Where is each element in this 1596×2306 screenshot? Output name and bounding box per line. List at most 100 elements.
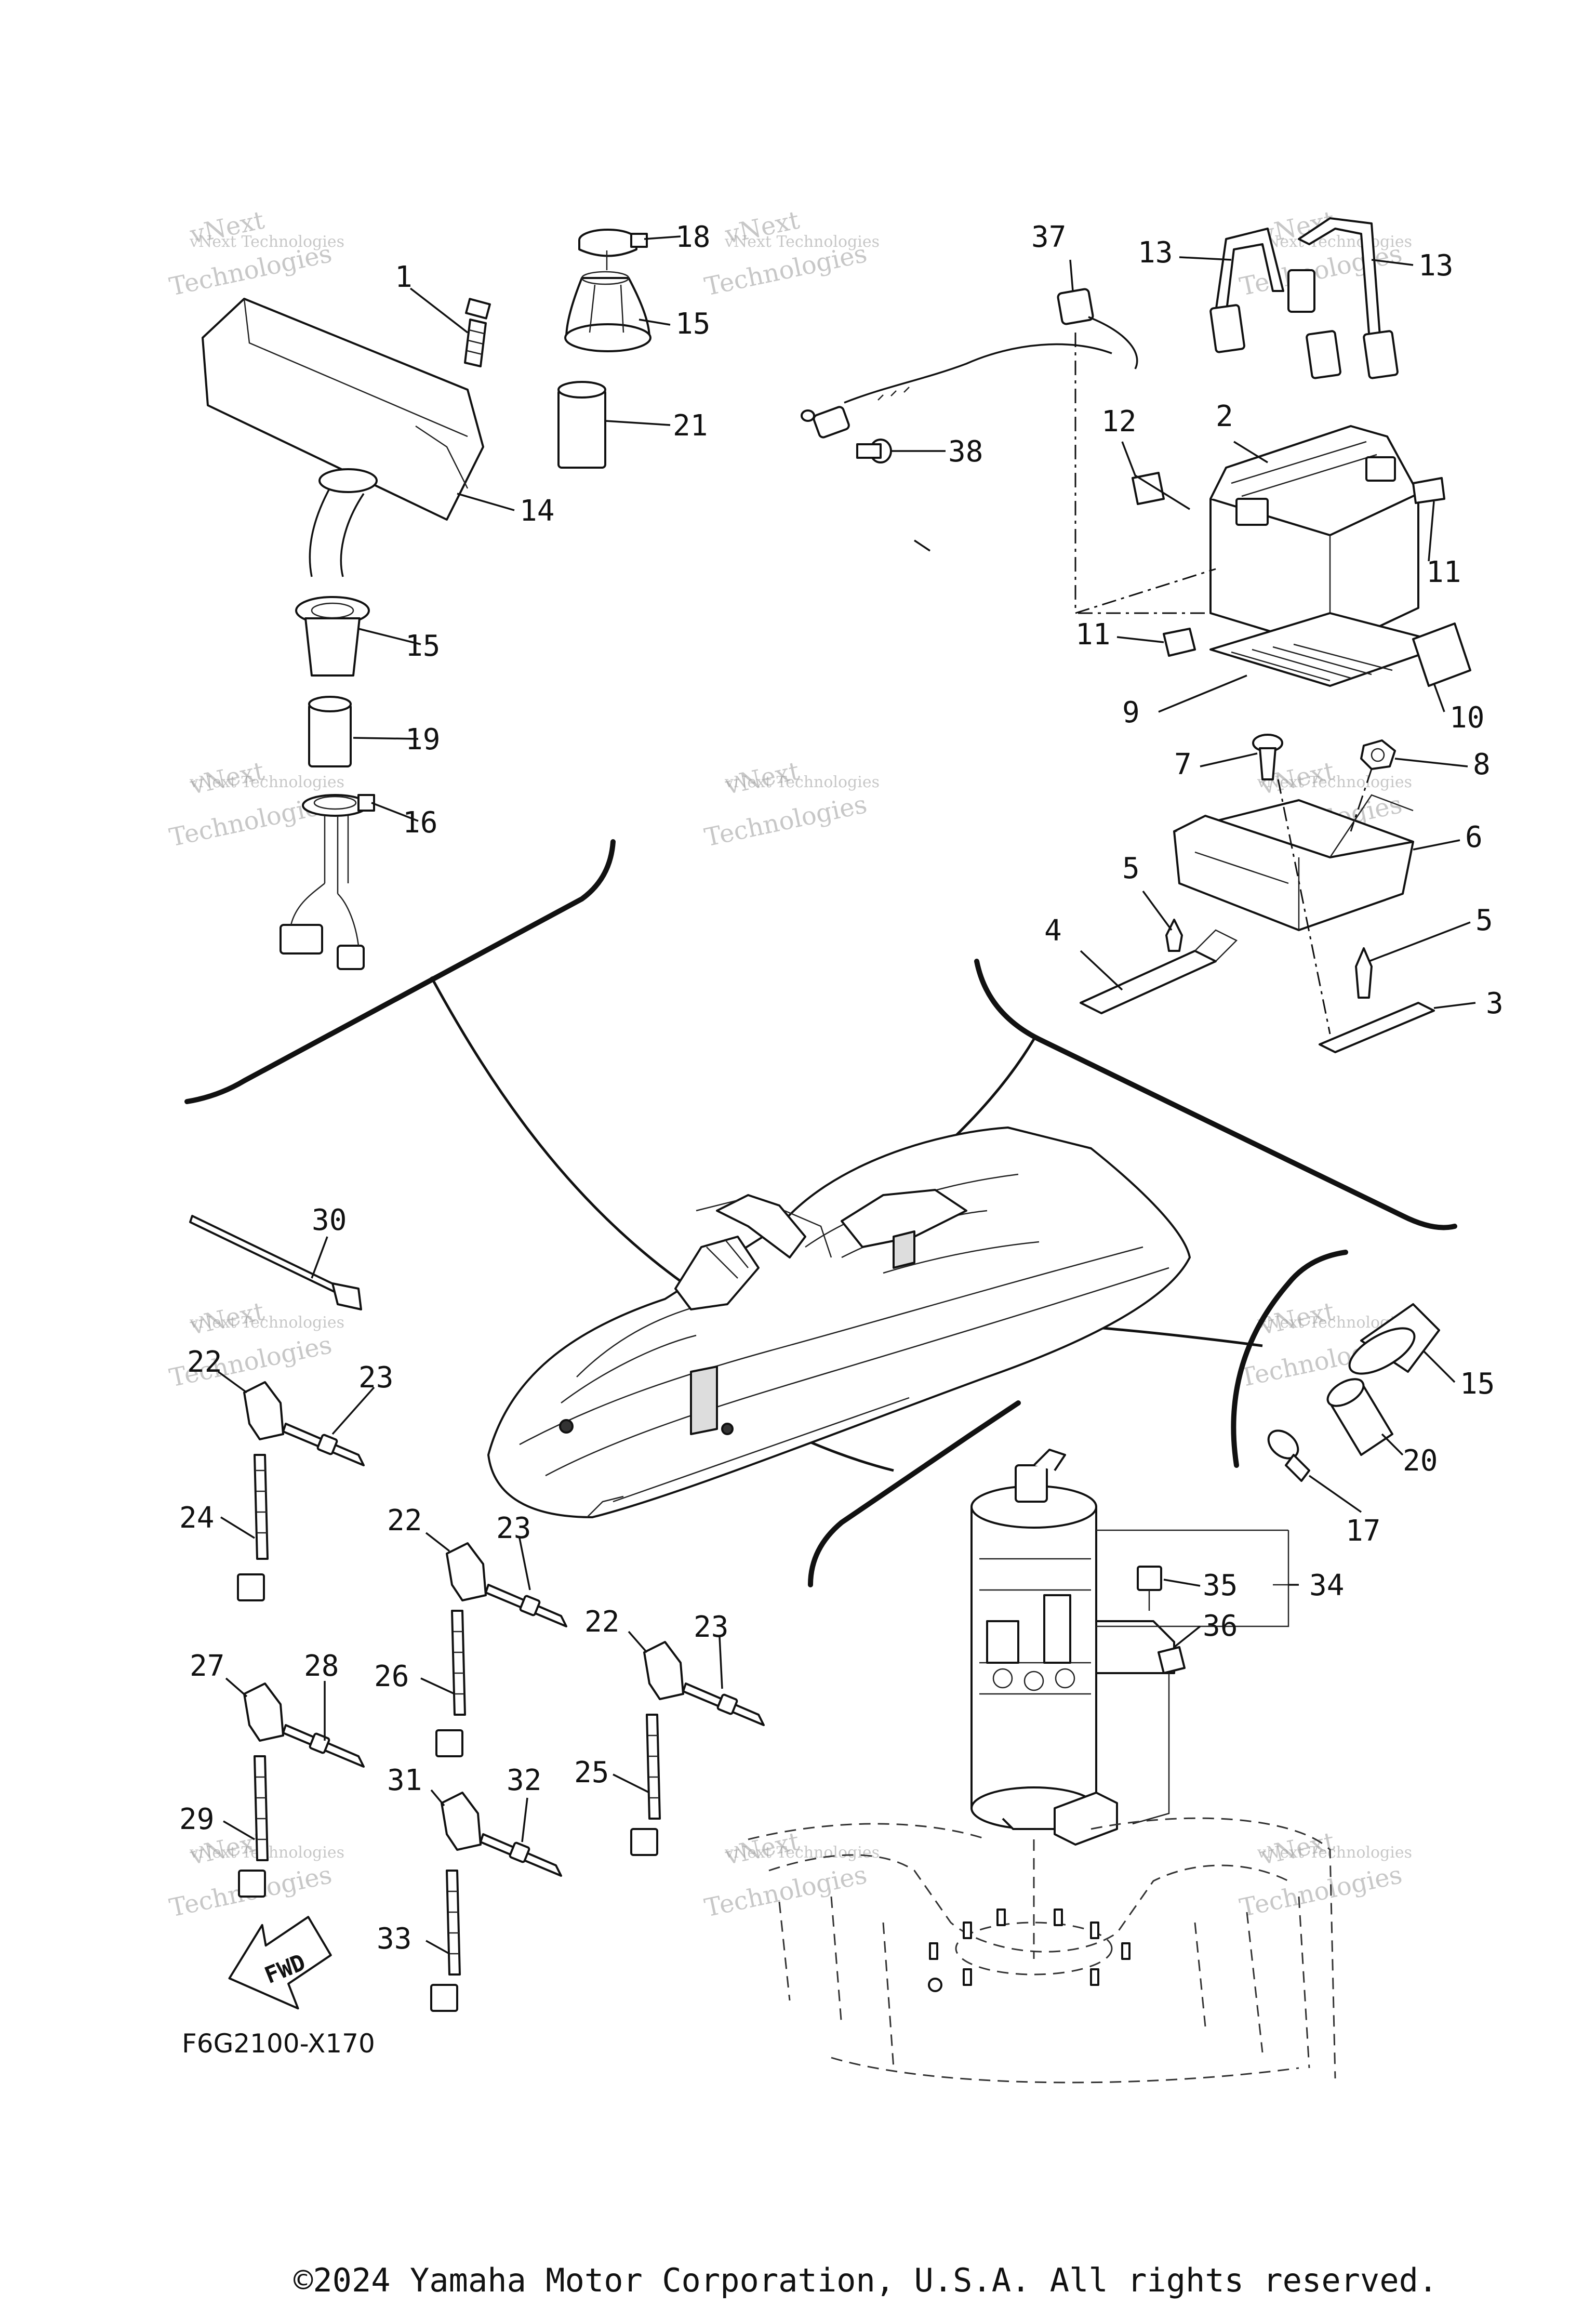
fuel-tank-illustration (748, 1817, 1336, 2084)
copyright-notice: ©2024 Yamaha Motor Corporation, U.S.A. A… (294, 2261, 1438, 2299)
part-label: 27 (190, 1649, 224, 1683)
nut-part[interactable] (1360, 739, 1396, 770)
stay-part[interactable] (1080, 929, 1238, 1014)
top-left-assembly (202, 298, 491, 970)
part-label: 15 (1460, 1367, 1495, 1401)
band-part[interactable] (1209, 217, 1399, 379)
holder-part[interactable] (441, 1792, 482, 1851)
watermark-text: vNext Technologies (724, 773, 880, 791)
part-label: 28 (304, 1649, 339, 1683)
part-label: 11 (1075, 618, 1110, 652)
spacer-part[interactable] (557, 381, 606, 469)
spacer-part[interactable] (308, 696, 352, 767)
part-label: 13 (1138, 236, 1173, 270)
pin-part[interactable] (282, 1724, 365, 1768)
pad-part[interactable] (1412, 622, 1471, 687)
part-label: 34 (1309, 1569, 1344, 1602)
part-label: 26 (374, 1660, 409, 1693)
clip-part[interactable] (1355, 947, 1373, 999)
battery-assembly (1074, 217, 1471, 687)
lead-wire-part[interactable] (801, 288, 1138, 552)
part-label: 10 (1449, 701, 1484, 735)
holder-part[interactable] (643, 1641, 684, 1700)
part-label: 38 (948, 435, 983, 469)
clip-part[interactable] (1165, 919, 1183, 952)
part-label: 31 (387, 1764, 422, 1797)
cable-tie-part[interactable] (238, 1755, 269, 1898)
cable-tie-part[interactable] (430, 1870, 461, 2012)
part-label: 16 (403, 806, 437, 840)
part-label: 7 (1174, 748, 1192, 781)
part-label: 1 (395, 260, 413, 294)
part-label: 12 (1101, 405, 1136, 439)
cable-tie-part[interactable] (630, 1714, 661, 1856)
fuel-pump-assembly (970, 1449, 1289, 1959)
cable-tie-part[interactable] (189, 1215, 362, 1310)
holder-part[interactable] (446, 1542, 487, 1601)
part-label: 17 (1346, 1514, 1380, 1548)
float-part[interactable] (1054, 1792, 1118, 1846)
sensor-part[interactable] (1137, 1566, 1162, 1611)
holder-part[interactable] (243, 1682, 284, 1742)
part-label: 21 (673, 409, 708, 443)
watermark-text: vNext Technologies (724, 233, 880, 251)
part-label: 15 (675, 307, 710, 341)
stay-part[interactable] (1319, 1002, 1435, 1053)
fuel-pump-part[interactable] (970, 1449, 1097, 1830)
part-label: 32 (507, 1764, 541, 1797)
spacer-part[interactable] (1323, 1374, 1393, 1456)
watermark: vNext Technologies (702, 756, 869, 852)
pin-part[interactable] (485, 1584, 567, 1627)
top-center-assembly (557, 229, 651, 469)
watermark-text: vNext Technologies (1257, 233, 1412, 251)
pin-part[interactable] (480, 1833, 562, 1877)
part-label: 20 (1403, 1444, 1438, 1478)
cap-part[interactable] (578, 229, 648, 270)
part-label: 13 (1418, 249, 1453, 283)
grommet-part[interactable] (295, 596, 370, 677)
leader-lines (217, 235, 1476, 1955)
battery-box-assembly (1080, 734, 1435, 1053)
cable-tie-part[interactable] (237, 1454, 269, 1601)
part-label: 22 (584, 1605, 619, 1639)
part-label: 24 (179, 1501, 214, 1535)
part-label: 5 (1122, 852, 1140, 885)
screw-part[interactable] (856, 439, 892, 463)
cable-tie-part[interactable] (435, 1610, 466, 1757)
sender-unit-part[interactable] (1095, 1620, 1186, 1825)
connector-part[interactable] (280, 883, 365, 970)
diagram-code: F6G2100-X170 (182, 2029, 375, 2059)
fastener-group (189, 1215, 765, 2012)
pad-part[interactable] (1412, 477, 1445, 504)
part-label: 5 (1475, 904, 1493, 937)
holder-part[interactable] (243, 1381, 284, 1440)
battery-part[interactable] (1209, 425, 1419, 651)
pin-part[interactable] (282, 1423, 365, 1466)
part-label: 11 (1426, 555, 1461, 589)
watermark-text: vNext Technologies (1257, 1844, 1412, 1862)
watermark-text: vNext Technologies (189, 1314, 344, 1332)
hose (309, 483, 334, 577)
watermark: vNext Technologies (1237, 1826, 1404, 1923)
bolt-part[interactable] (464, 298, 491, 367)
right-middle-assembly (1263, 1303, 1440, 1482)
part-label: 19 (405, 723, 440, 757)
part-label: 3 (1486, 987, 1504, 1021)
part-label: 2 (1216, 400, 1233, 433)
watermark-text: vNext Technologies (189, 773, 344, 791)
watermark-text: vNext Technologies (189, 233, 344, 251)
grommet-part[interactable] (564, 271, 651, 352)
pad-part[interactable] (1132, 472, 1165, 505)
pin-part[interactable] (682, 1682, 765, 1726)
pad-part[interactable] (1163, 628, 1196, 657)
part-label: 22 (387, 1504, 422, 1538)
battery-box-part[interactable] (1173, 794, 1414, 931)
cap-part[interactable] (1263, 1425, 1310, 1482)
grommet-part[interactable] (1342, 1303, 1440, 1383)
part-label: 33 (377, 1922, 411, 1956)
part-label: 4 (1044, 914, 1062, 948)
bolt-part[interactable] (1252, 734, 1283, 780)
part-label: 8 (1473, 748, 1491, 781)
clamp-part[interactable] (302, 794, 375, 817)
